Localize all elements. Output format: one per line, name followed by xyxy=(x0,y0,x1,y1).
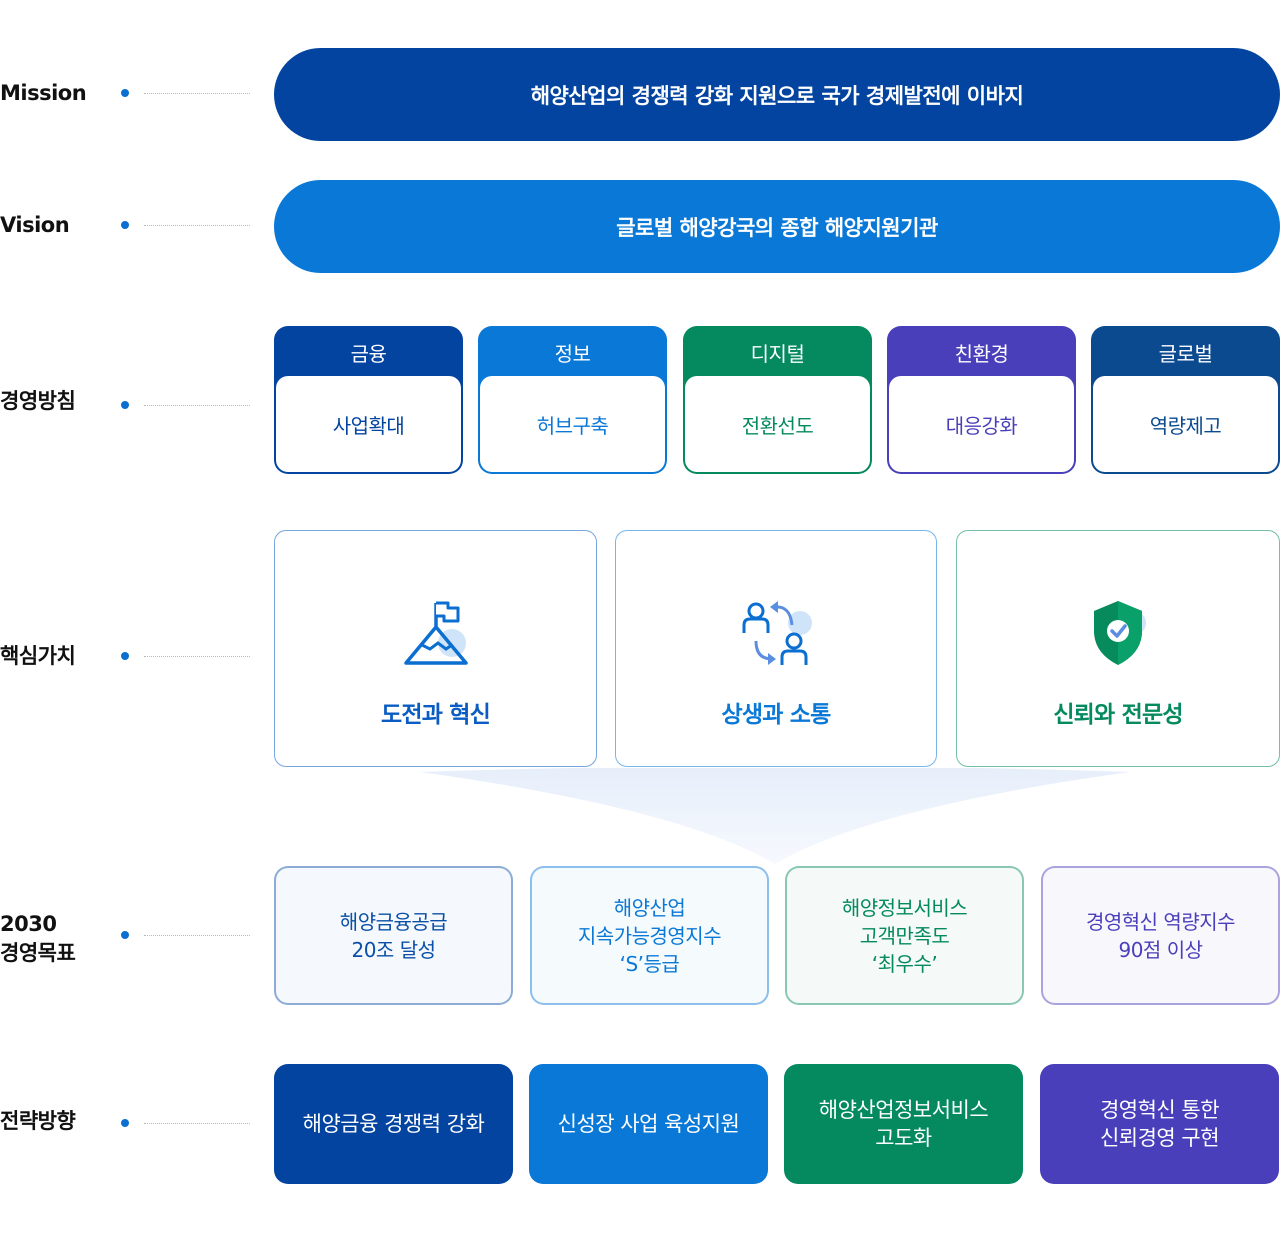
goal-card-sustainability: 해양산업 지속가능경영지수 ‘S’등급 xyxy=(530,866,769,1005)
policy-head: 친환경 xyxy=(954,341,1009,366)
vision-dot xyxy=(121,221,129,229)
policy-label: 경영방침 xyxy=(0,389,76,413)
policy-body: 전환선도 xyxy=(685,376,870,472)
goals-dot xyxy=(121,931,129,939)
mountain-flag-icon xyxy=(403,601,468,665)
vision-label: Vision xyxy=(0,213,70,237)
policy-card-eco: 친환경 대응강화 xyxy=(887,326,1076,474)
policy-head: 디지털 xyxy=(750,341,805,366)
strategy-text: 경영혁신 통한 신뢰경영 구현 xyxy=(1099,1098,1220,1150)
policy-card-digital: 디지털 전환선도 xyxy=(683,326,872,474)
goals-leader xyxy=(144,935,250,936)
goal-card-satisfaction: 해양정보서비스 고객만족도 ‘최우수’ xyxy=(785,866,1024,1005)
goal-card-finance: 해양금융공급 20조 달성 xyxy=(274,866,513,1005)
goals-label-text: 경영목표 xyxy=(0,941,76,965)
strategy-card-innovation: 경영혁신 통한 신뢰경영 구현 xyxy=(1040,1064,1279,1184)
policy-body: 대응강화 xyxy=(889,376,1074,472)
core-value-card-trust: 신뢰와 전문성 xyxy=(956,530,1280,767)
shield-check-icon xyxy=(1094,601,1146,665)
mission-banner: 해양산업의 경쟁력 강화 지원으로 국가 경제발전에 이바지 xyxy=(274,48,1280,141)
strategy-text: 해양금융 경쟁력 강화 xyxy=(302,1112,485,1136)
goal-text: 해양금융공급 20조 달성 xyxy=(339,909,448,962)
mission-leader xyxy=(144,93,250,94)
core-value-text: 상생과 소통 xyxy=(721,702,831,728)
policy-card-global: 글로벌 역량제고 xyxy=(1091,326,1280,474)
goal-text: 해양산업 지속가능경영지수 ‘S’등급 xyxy=(577,895,722,976)
core-values-leader xyxy=(144,656,250,657)
strategy-card-finance: 해양금융 경쟁력 강화 xyxy=(274,1064,513,1184)
policy-head: 글로벌 xyxy=(1158,341,1213,366)
core-values-label: 핵심가치 xyxy=(0,644,76,668)
mission-dot xyxy=(121,89,129,97)
policy-dot xyxy=(121,401,129,409)
core-value-text: 신뢰와 전문성 xyxy=(1053,702,1183,728)
vision-leader xyxy=(144,225,250,226)
policy-body: 역량제고 xyxy=(1093,376,1278,472)
mission-text: 해양산업의 경쟁력 강화 지원으로 국가 경제발전에 이바지 xyxy=(530,83,1024,108)
strategy-text: 신성장 사업 육성지원 xyxy=(557,1112,740,1136)
policy-card-finance: 금융 사업확대 xyxy=(274,326,463,474)
policy-card-information: 정보 허브구축 xyxy=(478,326,667,474)
policy-body: 사업확대 xyxy=(276,376,461,472)
strategy-card-growth: 신성장 사업 육성지원 xyxy=(529,1064,768,1184)
goals-label: 2030 경영목표 xyxy=(0,910,110,968)
strategy-card-information: 해양산업정보서비스 고도화 xyxy=(784,1064,1023,1184)
core-value-card-challenge: 도전과 혁신 xyxy=(274,530,597,767)
goal-card-innovation: 경영혁신 역량지수 90점 이상 xyxy=(1041,866,1280,1005)
core-values-dot xyxy=(121,652,129,660)
policy-head: 금융 xyxy=(350,341,387,366)
core-value-card-coexistence: 상생과 소통 xyxy=(615,530,937,767)
strategy-dot xyxy=(121,1119,129,1127)
goal-text: 경영혁신 역량지수 90점 이상 xyxy=(1085,909,1236,962)
goal-text: 해양정보서비스 고객만족도 ‘최우수’ xyxy=(841,895,968,976)
policy-body: 허브구축 xyxy=(480,376,665,472)
strategy-text: 해양산업정보서비스 고도화 xyxy=(818,1098,989,1150)
mission-label: Mission xyxy=(0,81,87,105)
vision-text: 글로벌 해양강국의 종합 해양지원기관 xyxy=(616,215,938,240)
core-value-text: 도전과 혁신 xyxy=(380,702,491,728)
vision-banner: 글로벌 해양강국의 종합 해양지원기관 xyxy=(274,180,1280,273)
strategy-leader xyxy=(144,1123,250,1124)
people-exchange-icon xyxy=(742,601,812,665)
strategy-label: 전략방향 xyxy=(0,1109,76,1133)
goals-label-year: 2030 xyxy=(0,912,57,936)
funnel-arrow xyxy=(420,768,1130,864)
policy-leader xyxy=(144,405,250,406)
policy-head: 정보 xyxy=(554,341,591,366)
